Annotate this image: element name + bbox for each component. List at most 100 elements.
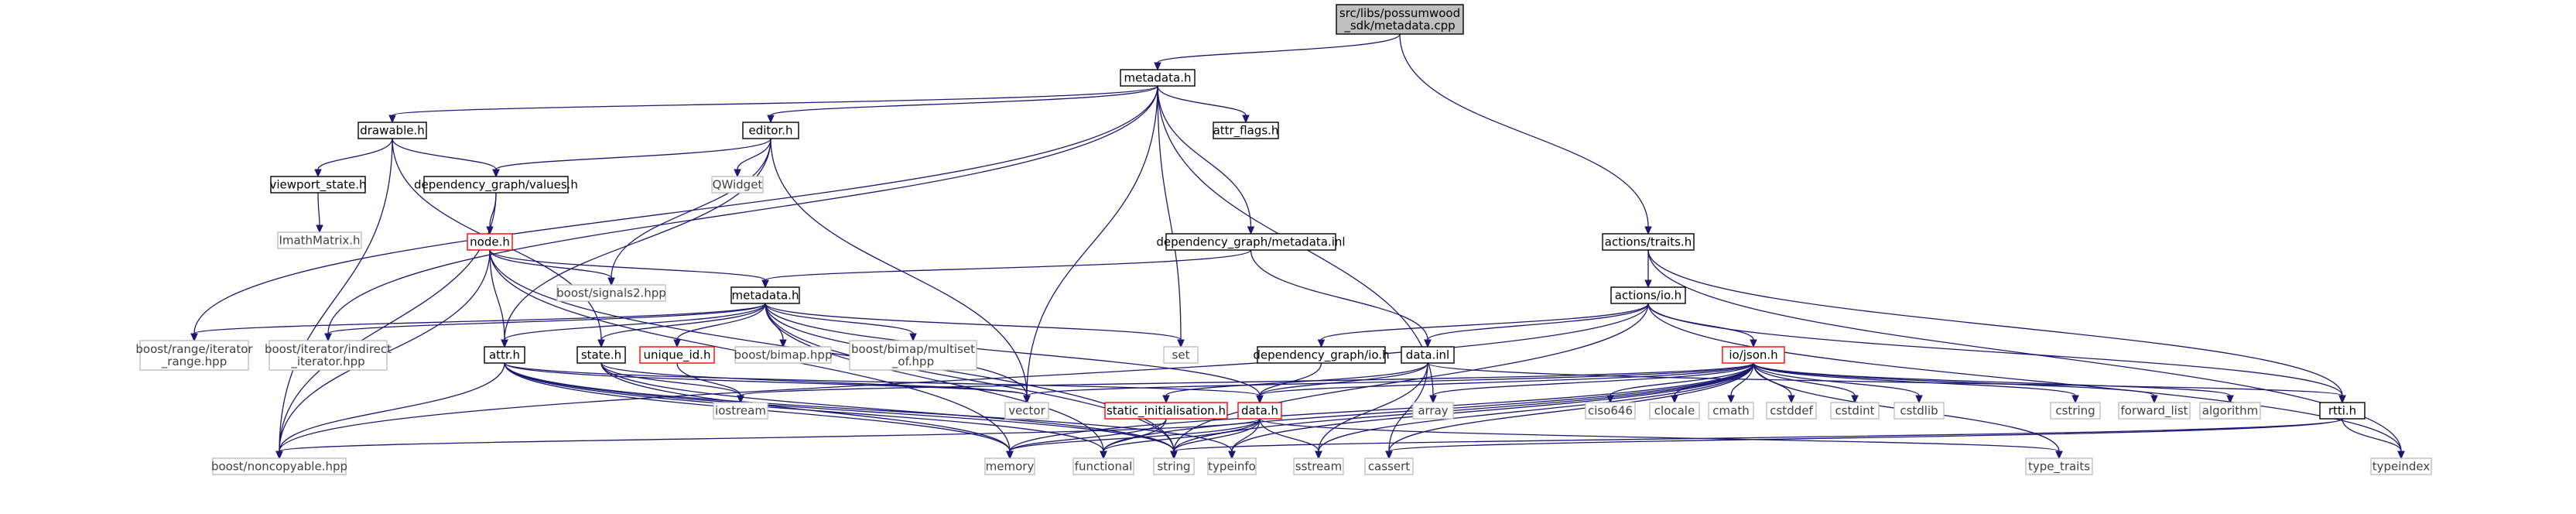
edge-drawable-h-to-dg-values-h: [392, 138, 500, 178]
edge-metadata-h-to-attr-flags-h: [1157, 85, 1250, 124]
node-label: iostream: [715, 404, 766, 418]
edge-line: [600, 303, 766, 341]
node-dg-io-h[interactable]: dependency_graph/io.h: [1253, 346, 1390, 364]
edge-line: [770, 138, 1028, 396]
node-metadata-h[interactable]: metadata.h: [1120, 69, 1196, 87]
edge-arrowhead: [1228, 451, 1236, 460]
edge-viewport-state-h-to-imathmatrix-h: [316, 192, 323, 234]
edge-io-json-h-to-cstdint: [1753, 362, 1859, 404]
edge-arrowhead: [1100, 451, 1107, 460]
edge-editor-h-to-dg-values-h: [492, 138, 771, 178]
edge-arrowhead: [1162, 395, 1170, 404]
edge-editor-h-to-qwidget: [734, 138, 771, 178]
node-label: cstddef: [1770, 404, 1813, 418]
edge-data-inl-to-rtti-h: [1427, 362, 2346, 404]
node-label: metadata.h: [1124, 71, 1192, 85]
node-boost-indirect-iterator: boost/iterator/indirect_iterator.hpp: [265, 340, 392, 371]
edge-actions-io-h-to-data-inl: [1424, 303, 1649, 348]
node-state-h[interactable]: state.h: [576, 346, 626, 364]
node-node-h[interactable]: node.h: [467, 233, 513, 251]
node-unique-id-h[interactable]: unique_id.h: [639, 346, 715, 364]
node-string: string: [1153, 457, 1195, 475]
node-box: [1830, 402, 1880, 420]
node-label: _sdk/metadata.cpp: [1343, 19, 1455, 33]
node-label: cmath: [1712, 404, 1749, 418]
node-root[interactable]: src/libs/possumwood_sdk/metadata.cpp: [1336, 4, 1464, 35]
node-label: functional: [1075, 460, 1133, 474]
node-box: [1257, 346, 1386, 364]
node-typeinfo: typeinfo: [1207, 457, 1257, 475]
edge-line: [1320, 303, 1649, 341]
node-label: QWidget: [713, 178, 763, 192]
node-label: ImathMatrix.h: [279, 234, 360, 248]
edge-arrowhead: [1915, 395, 1923, 404]
edge-line: [600, 362, 1011, 452]
node-label: node.h: [470, 235, 510, 249]
node-box: [277, 231, 362, 249]
edge-line: [504, 362, 1028, 396]
node-data-h[interactable]: data.h: [1237, 402, 1282, 420]
edge-line: [1009, 418, 1261, 452]
edge-io-json-h-to-cmath: [1727, 362, 1754, 404]
edge-arrowhead: [1750, 339, 1757, 348]
node-boost-signals2: boost/signals2.hpp: [556, 284, 666, 302]
node-box: [1412, 402, 1454, 420]
node-label: drawable.h: [360, 124, 425, 138]
node-editor-h[interactable]: editor.h: [742, 122, 799, 139]
node-viewport-state-h[interactable]: viewport_state.h: [269, 176, 367, 194]
node-attr-h[interactable]: attr.h: [484, 346, 525, 364]
edge-line: [1173, 303, 1649, 452]
edge-arrowhead: [1154, 62, 1161, 71]
node-box: [423, 176, 569, 194]
edge-io-json-h-to-data-h: [1256, 362, 1754, 404]
node-label: cstdint: [1835, 404, 1874, 418]
node-data-inl[interactable]: data.inl: [1401, 346, 1455, 364]
edge-line: [1173, 418, 2343, 452]
edge-metadata-h-to-set: [1157, 85, 1185, 348]
edge-line: [317, 138, 393, 170]
edge-metadata-h-to-boost-range-iterator: [190, 85, 1158, 342]
node-io-json-h[interactable]: io/json.h: [1722, 346, 1785, 364]
node-static-init-h[interactable]: static_initialisation.h: [1104, 402, 1228, 420]
edge-line: [765, 303, 914, 334]
node-label: rtti.h: [2328, 404, 2356, 418]
node-drawable-h[interactable]: drawable.h: [357, 122, 427, 139]
edge-dg-metadata-inl-to-data-inl: [1250, 249, 1432, 348]
node-label: cassert: [1368, 460, 1410, 474]
node-dg-metadata-inl[interactable]: dependency_graph/metadata.inl: [1156, 233, 1346, 251]
node-dg-values-h[interactable]: dependency_graph/values.h: [414, 176, 578, 194]
edge-line: [1753, 362, 1920, 396]
node-box: [2050, 402, 2101, 420]
node-label: cstdlib: [1900, 404, 1938, 418]
node-type-traits: type_traits: [2025, 457, 2093, 475]
node-dg-metadata-h[interactable]: metadata.h: [730, 286, 800, 304]
node-actions-traits-h[interactable]: actions/traits.h: [1602, 233, 1695, 251]
node-box: [2370, 457, 2432, 475]
edge-dg-metadata-h-to-set: [765, 303, 1185, 348]
edge-rtti-h-to-string: [1170, 418, 2343, 460]
edge-line: [1157, 85, 1252, 228]
node-label: boost/range/iterator: [135, 342, 253, 356]
edge-dg-metadata-h-to-state-h: [597, 303, 766, 348]
node-label: _of.hpp: [891, 355, 934, 369]
node-label: boost/noncopyable.hpp: [211, 460, 347, 474]
node-box: [1336, 4, 1464, 35]
edge-line: [504, 138, 771, 341]
edge-line: [1647, 303, 2402, 452]
node-label: attr_flags.h: [1213, 124, 1279, 139]
edge-data-h-to-sstream: [1259, 418, 1322, 460]
node-rtti-h[interactable]: rtti.h: [2319, 402, 2366, 420]
edge-state-h-to-memory: [600, 362, 1014, 460]
node-sstream: sstream: [1293, 457, 1344, 475]
edge-arrowhead: [1429, 395, 1437, 404]
node-label: actions/traits.h: [1605, 235, 1692, 249]
node-label: clocale: [1654, 404, 1695, 418]
edge-line: [504, 362, 1233, 452]
edge-arrowhead: [1315, 451, 1322, 460]
node-box: [984, 457, 1035, 475]
node-box: [730, 286, 800, 304]
node-attr-flags-h[interactable]: attr_flags.h: [1213, 122, 1279, 139]
node-actions-io-h[interactable]: actions/io.h: [1610, 286, 1686, 304]
edge-line: [1009, 362, 1754, 452]
edge-io-json-h-to-cstring: [1753, 362, 2079, 404]
